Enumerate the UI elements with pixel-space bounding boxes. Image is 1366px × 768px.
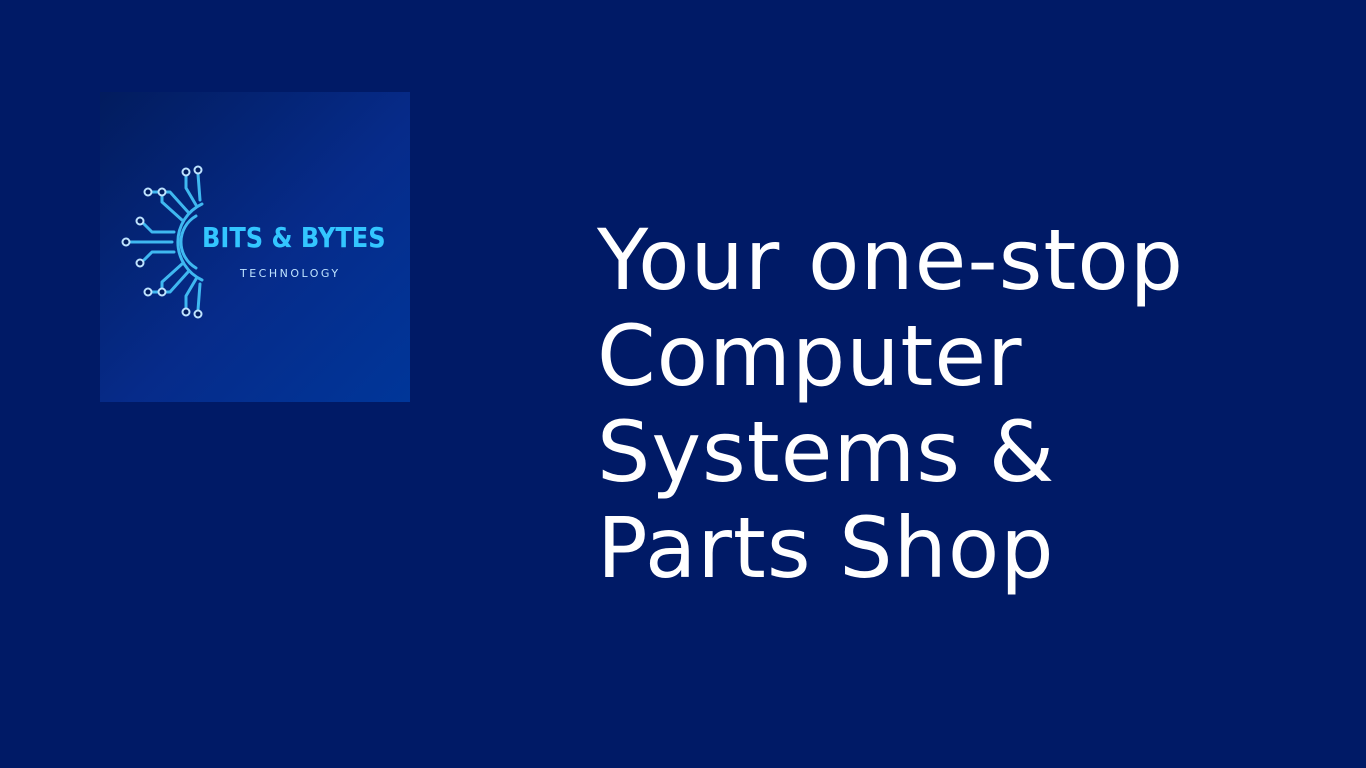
- brand-name: BITS & BYTES: [202, 221, 386, 254]
- headline-line: Your one-stop: [597, 211, 1185, 309]
- headline-line: Parts Shop: [597, 499, 1055, 597]
- headline-line: Computer: [597, 307, 1023, 405]
- headline: Your one-stop Computer Systems & Parts S…: [597, 212, 1337, 596]
- brand-subtitle: TECHNOLOGY: [240, 267, 341, 280]
- headline-line: Systems &: [597, 403, 1056, 501]
- logo: BITS & BYTES TECHNOLOGY: [100, 92, 410, 402]
- circuit-icon: [121, 165, 204, 319]
